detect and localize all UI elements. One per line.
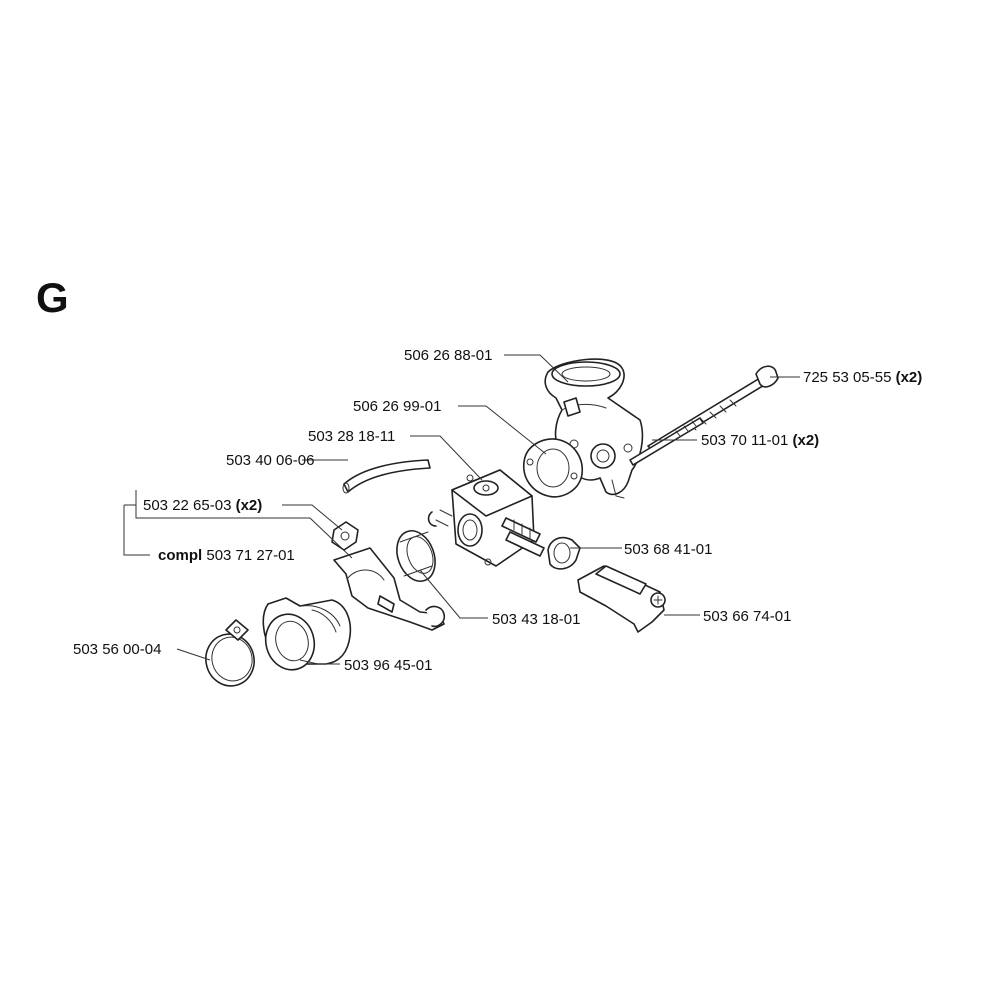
label-503-96-45-01: 503 96 45-01	[344, 657, 432, 674]
label-503-56-00-04: 503 56 00-04	[73, 641, 161, 658]
leader-lines	[123, 354, 800, 665]
hose-clamp-drawing	[205, 619, 255, 687]
label-506-26-88-01: 506 26 88-01	[404, 347, 492, 364]
label-503-68-41-01: 503 68 41-01	[624, 541, 712, 558]
qty-503-70-11-01: (x2)	[792, 432, 819, 449]
label-503-43-18-01: 503 43 18-01	[492, 611, 580, 628]
label-725-53-05-55: 725 53 05-55 (x2)	[803, 369, 922, 386]
compl-prefix: compl	[158, 547, 202, 564]
label-503-66-74-01: 503 66 74-01	[703, 608, 791, 625]
nut-drawing	[331, 521, 359, 551]
qty-503-22-65-03: (x2)	[236, 497, 263, 514]
label-503-22-65-03: 503 22 65-03 (x2)	[143, 497, 262, 514]
label-503-28-18-11: 503 28 18-11	[308, 428, 395, 445]
stud-drawing	[629, 417, 704, 466]
qty-725-53-05-55: (x2)	[896, 369, 923, 386]
fuel-hose-drawing	[342, 459, 431, 494]
label-503-70-11-01: 503 70 11-01 (x2)	[701, 432, 819, 449]
gasket-drawing	[523, 438, 584, 498]
bracket-drawing	[333, 547, 446, 631]
lever-holder-drawing	[577, 565, 666, 633]
label-506-26-99-01: 506 26 99-01	[353, 398, 441, 415]
label-503-40-06-06: 503 40 06-06	[226, 452, 314, 469]
ring-drawing	[396, 530, 436, 582]
choke-part-drawing	[547, 536, 581, 570]
part-labels: 506 26 88-01 725 53 05-55 (x2) 506 26 99…	[73, 347, 922, 674]
label-compl-503-71-27-01: compl 503 71 27-01	[158, 547, 295, 564]
section-letter: G	[36, 274, 69, 321]
carburetor-drawing	[427, 469, 545, 567]
intake-boot-drawing	[262, 597, 352, 671]
